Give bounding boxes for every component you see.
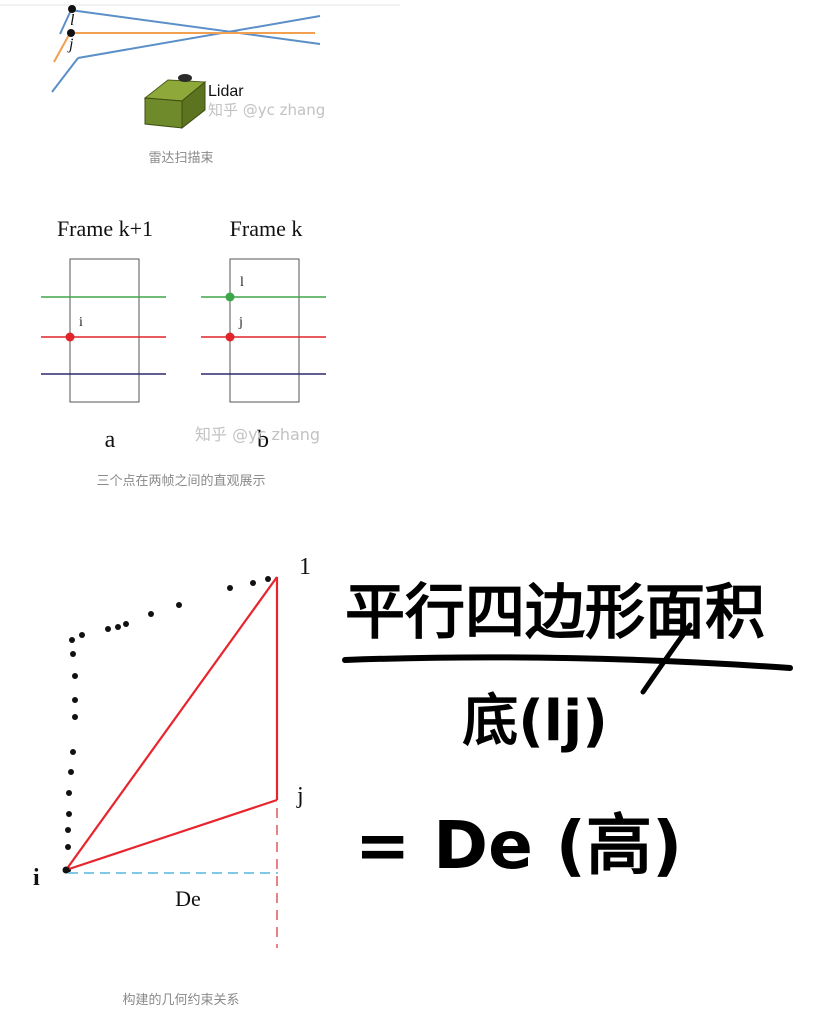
frame-b-title: Frame k xyxy=(230,216,303,241)
lidar-beam-figure: l j Lidar 知乎 @yc zhang 雷达扫描束 xyxy=(0,4,400,166)
panel-b-label: b xyxy=(257,427,269,453)
pen-stroke xyxy=(640,622,693,695)
frame-b-j-label: j xyxy=(238,315,243,330)
formula-denominator: 底(lj) xyxy=(462,689,608,754)
beam-line-1 xyxy=(69,9,321,45)
formula-result: = De (高) xyxy=(355,807,682,884)
frame-a-box xyxy=(69,258,140,403)
formula-numerator: 平行四边形面积 xyxy=(345,578,765,648)
watermark-1: 知乎 @yc zhang xyxy=(208,101,325,119)
beam-left-orange xyxy=(53,32,71,63)
geometry-figure: 1 j i De 构建的几何约束关系 xyxy=(33,554,311,1008)
caption-geometry: 构建的几何约束关系 xyxy=(122,992,239,1008)
point-j-label: j xyxy=(67,36,74,53)
frame-b-l-label: l xyxy=(240,275,244,290)
point-l-dot xyxy=(68,5,76,13)
dotted-parallelogram-edges xyxy=(65,576,271,873)
lidar-label: Lidar xyxy=(208,83,244,100)
point-i-dot xyxy=(62,866,70,874)
panel-a-label: a xyxy=(105,427,116,453)
caption-frames: 三个点在两帧之间的直观展示 xyxy=(96,473,265,489)
beam-left-2 xyxy=(51,57,79,93)
frame-b-point-j xyxy=(225,332,235,342)
triangle-edge-il xyxy=(65,576,278,871)
geo-point-j-label: j xyxy=(296,783,304,809)
distance-label: De xyxy=(175,886,201,911)
lidar-sensor-icon xyxy=(143,74,207,130)
frames-figure: Frame k+1 Frame k i a l j b 知乎 @yc zhang… xyxy=(41,216,326,489)
geo-point-i-label: i xyxy=(33,865,40,891)
handwritten-formula: 平行四边形面积 底(lj) = De (高) xyxy=(342,578,793,884)
fraction-bar xyxy=(342,654,793,671)
geo-point-l-label: 1 xyxy=(299,554,311,580)
frame-a-point-i xyxy=(65,332,75,342)
frame-a-title: Frame k+1 xyxy=(57,216,153,241)
point-l-label: l xyxy=(70,12,75,29)
frame-a-i-label: i xyxy=(79,315,83,330)
frame-b-point-l xyxy=(225,292,235,302)
caption-lidar-beams: 雷达扫描束 xyxy=(148,151,213,166)
point-j-dot xyxy=(67,29,75,37)
triangle-edge-ij xyxy=(65,798,278,872)
frame-b-box xyxy=(229,258,300,403)
watermark-2: 知乎 @yc zhang xyxy=(195,425,320,444)
beam-line-2 xyxy=(77,15,321,59)
